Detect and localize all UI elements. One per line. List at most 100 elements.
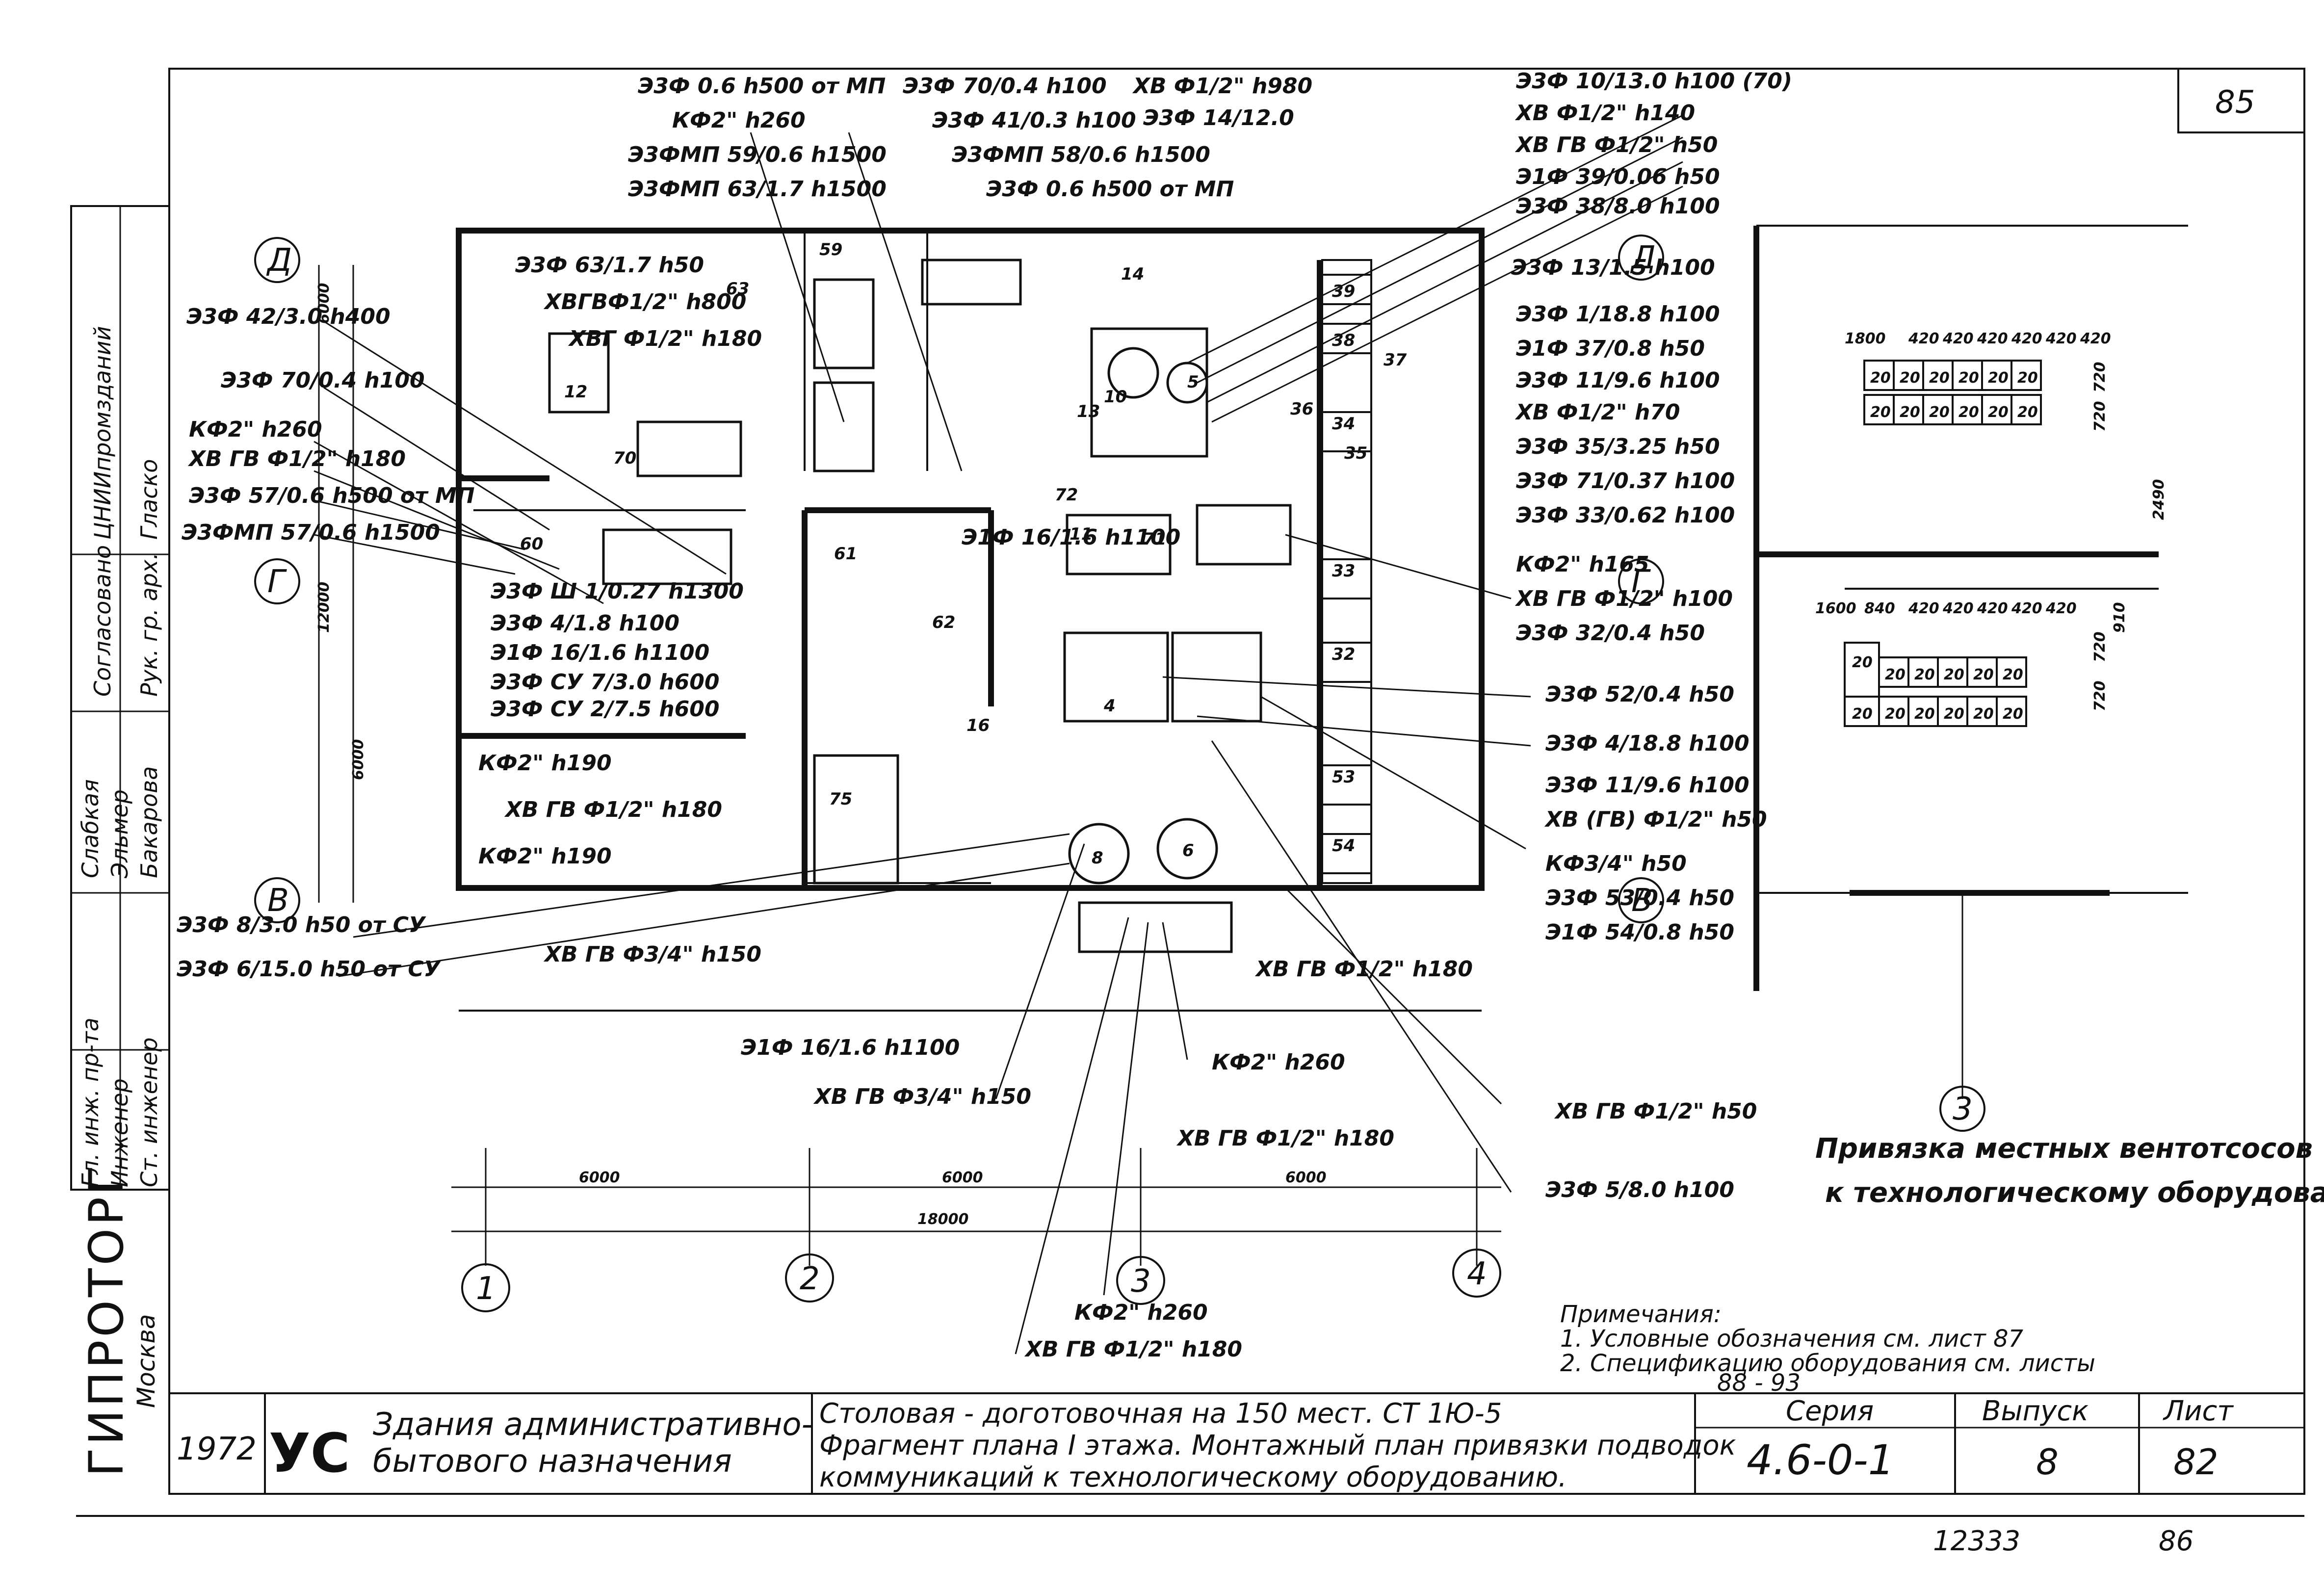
eq-num: 54	[1332, 836, 1355, 856]
callout: ХВ ГВ Ф3/4" h150	[813, 1084, 1031, 1109]
equipment-numbers: 39 38 37 36 35 34 33 32 53 54 14 12 13 1…	[520, 240, 1407, 868]
callout: ХВ ГВ Ф1/2" h180	[187, 446, 406, 471]
detail-top-dim: 1800	[1845, 330, 1886, 347]
cell-value: 20	[1885, 666, 1906, 683]
detail-cells: 20 20 20 20 20 20 20 20 20 20 20 20 20 2…	[1844, 360, 2042, 727]
callout: КФ2" h190	[478, 844, 612, 869]
stamp-role-3: Гл. инж. пр-та	[77, 1017, 104, 1187]
eq-num: 11	[1070, 524, 1093, 544]
eq-num: 36	[1290, 399, 1313, 419]
cell-value: 20	[1973, 705, 1994, 723]
building-walls	[456, 228, 1485, 1012]
detail-axis-bubble	[1939, 1086, 1985, 1132]
cell-value: 20	[1944, 705, 1964, 723]
callout: Э3Ф 53/0.4 h50	[1545, 886, 1734, 911]
callout: Э3Ф 42/3.0 h400	[186, 304, 391, 329]
callout: Э3Ф 71/0.37 h100	[1516, 469, 1735, 494]
corner-number: 85	[2215, 84, 2255, 121]
stamp-name-1: ЦНИИпромзданий	[89, 326, 116, 540]
eq-num: 63	[726, 279, 749, 299]
cell-value: 20	[1914, 666, 1935, 683]
detail-side-dim: 720	[2091, 401, 2109, 432]
callout: Э3Ф 57/0.6 h500 от МП	[189, 483, 475, 508]
eq-num: 72	[1055, 485, 1078, 505]
eq-num: 32	[1332, 645, 1355, 664]
cell-value: 20	[1973, 666, 1994, 683]
detail-axis-label: 3	[1953, 1091, 1973, 1127]
span-dim-1: 6000	[579, 1169, 620, 1186]
stamp-role-1: Согласовано	[89, 545, 116, 697]
cell-value: 20	[2017, 369, 2038, 387]
eq-num: 61	[834, 544, 857, 564]
axis-row-V-right: В	[1631, 883, 1653, 919]
bottom-page: 86	[2159, 1525, 2193, 1557]
axis-bubble-1	[461, 1263, 510, 1312]
callout: Э3Ф 33/0.62 h100	[1516, 503, 1735, 528]
eq-num: 59	[819, 240, 842, 260]
callout: Э3Ф 63/1.7 h50	[515, 253, 704, 278]
cell-value: 20	[1988, 404, 2009, 421]
eq-num: 5	[1187, 372, 1199, 392]
callout: Э1Ф 16/1.6 h1100	[741, 1035, 960, 1060]
eq-num: 35	[1344, 443, 1367, 463]
axis-label-1: 1	[476, 1271, 496, 1307]
eq-num: 71	[1143, 529, 1166, 549]
callout: Э3Ф 70/0.4 h100	[221, 368, 425, 393]
callout: ХВ ГВ Ф1/2" h180	[1176, 1126, 1394, 1151]
callout: Э3Ф 41/0.3 h100	[932, 108, 1136, 133]
callout: КФ2" h260	[189, 417, 322, 442]
tb-year: 1972	[177, 1431, 257, 1467]
side-stamp: Согласовано Рук. гр. арх. ЦНИИпромзданий…	[70, 205, 170, 1477]
cell-value: 20	[1900, 369, 1920, 387]
eq-num: 37	[1384, 350, 1407, 370]
eq-num: 13	[1077, 402, 1100, 421]
callouts-bottom: Э1Ф 16/1.6 h1100 ХВ ГВ Ф3/4" h150 ХВ ГВ …	[741, 525, 1757, 1362]
cell-value: 20	[1929, 369, 1950, 387]
tb-series-value: 4.6-0-1	[1747, 1436, 1894, 1484]
cell-value: 20	[1958, 369, 1979, 387]
callout: КФ2" h260	[1212, 1050, 1345, 1075]
callout: Э1Ф 54/0.8 h50	[1545, 920, 1734, 945]
detail-bottom-dim: 420	[2045, 600, 2077, 617]
tb-category-1: Здания административно-	[373, 1407, 813, 1443]
tb-sheet-value: 82	[2173, 1441, 2219, 1483]
detail-top-dim: 420	[2080, 330, 2111, 347]
detail-vent-hoods: 1800 420 420 420 420 420 420 1600 840 42…	[1753, 225, 2324, 1209]
axis-bubble-V	[254, 877, 300, 923]
eq-num: 34	[1332, 414, 1355, 434]
axis-row-D: Д	[266, 242, 292, 279]
left-dim-2: 12000	[315, 582, 333, 633]
callout: Э3Ф 14/12.0	[1143, 105, 1294, 130]
cell-value: 20	[1900, 404, 1920, 421]
eq-num: 33	[1332, 561, 1355, 581]
callout: Э3Ф 4/18.8 h100	[1545, 731, 1750, 756]
detail-side-dim: 910	[2111, 602, 2128, 633]
callout: ХВ ГВ Ф1/2" h180	[504, 797, 722, 822]
callout: Э3Ф 32/0.4 h50	[1516, 621, 1705, 646]
axis-bubble-G-right	[1618, 558, 1664, 604]
eq-num: 6	[1182, 841, 1194, 860]
axis-label-3: 3	[1131, 1263, 1151, 1300]
callout: Э3Ф 70/0.4 h100	[903, 74, 1107, 99]
detail-side-dim: 720	[2091, 680, 2109, 711]
grid-axes: 1 2 3 4 6000 6000 6000 18000 Д Г В Д Г В…	[254, 235, 1664, 1312]
callout: КФ2" h165	[1516, 552, 1649, 577]
stamp-name-2: Гласко	[136, 459, 162, 540]
callout: Э3Ф 8/3.0 h50 от СУ	[177, 912, 426, 938]
callout: Э1Ф 39/0.06 h50	[1516, 164, 1720, 189]
left-dim-3: 6000	[350, 739, 367, 781]
callout: ХВГВФ1/2" h800	[543, 289, 746, 314]
callout: Э3Ф 6/15.0 h50 от СУ	[177, 957, 442, 982]
callout: Э3Ф 4/1.8 h100	[491, 611, 679, 636]
stamp-role-4: Инженер	[106, 1078, 133, 1187]
detail-caption-1: Привязка местных вентотсосов	[1815, 1133, 2313, 1165]
axis-bubble-G	[254, 558, 300, 604]
callout: КФ2" h190	[478, 751, 612, 776]
total-dim: 18000	[917, 1211, 968, 1228]
callout: ХВ Ф1/2" h980	[1132, 74, 1312, 99]
eq-num: 12	[564, 382, 587, 402]
detail-bottom-dim: 420	[1942, 600, 1974, 617]
detail-top-dim: 420	[1942, 330, 1974, 347]
stamp-name-3: Слабкая	[77, 779, 104, 878]
